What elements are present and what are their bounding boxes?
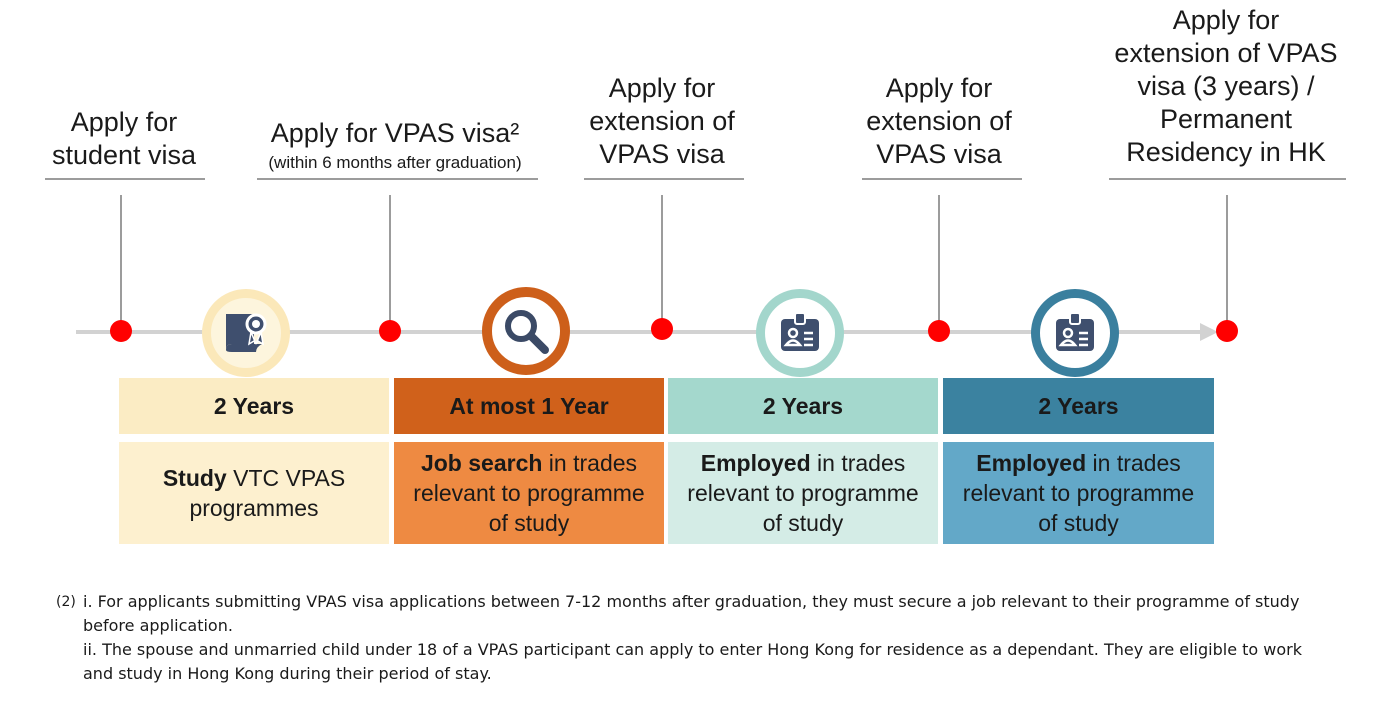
milestone-connector xyxy=(120,195,122,330)
footnote-item-ii: ii. The spouse and unmarried child under… xyxy=(83,640,1302,683)
milestone-underline xyxy=(584,178,744,180)
footnote: (2) i. For applicants submitting VPAS vi… xyxy=(56,590,1316,686)
stage-duration-employed-2: 2 Years xyxy=(943,378,1214,434)
stage-bold-term: Employed xyxy=(700,450,811,476)
stage-description-employed-1: Employed in trades relevant to programme… xyxy=(668,442,938,544)
milestone-line: Residency in HK xyxy=(1126,137,1326,167)
milestone-dot xyxy=(651,318,673,340)
stage-bold-term: Employed xyxy=(976,450,1087,476)
id-badge-icon xyxy=(756,289,844,377)
timeline-axis xyxy=(76,330,1211,334)
stage-duration-study: 2 Years xyxy=(119,378,389,434)
milestone-underline xyxy=(45,178,205,180)
milestone-dot xyxy=(928,320,950,342)
stage-detail: in trades relevant to programme of study xyxy=(687,450,919,536)
stage-duration-job-search: At most 1 Year xyxy=(394,378,664,434)
milestone-connector xyxy=(661,195,663,330)
milestone-line: Apply for VPAS visa² xyxy=(270,118,520,148)
milestone-line: Apply for xyxy=(885,73,993,103)
milestone-connector xyxy=(938,195,940,330)
milestone-connector xyxy=(1226,195,1228,330)
magnifier-icon xyxy=(482,287,570,375)
milestone-line: Permanent xyxy=(1159,104,1293,134)
milestone-line: Apply for xyxy=(608,73,716,103)
stage-description-job-search: Job search in trades relevant to program… xyxy=(394,442,664,544)
milestone-extension-2: Apply for extension of VPAS visa xyxy=(859,72,1019,171)
milestone-connector xyxy=(389,195,391,330)
milestone-line: extension of xyxy=(589,106,735,136)
milestone-underline xyxy=(862,178,1022,180)
milestone-line: VPAS visa xyxy=(599,139,725,169)
milestone-vpas-visa: Apply for VPAS visa² (within 6 months af… xyxy=(250,117,540,174)
id-badge-icon xyxy=(1031,289,1119,377)
milestone-line: student visa xyxy=(51,140,197,170)
milestone-line: extension of xyxy=(866,106,1012,136)
milestone-underline xyxy=(1109,178,1346,180)
stage-detail: in trades relevant to programme of study xyxy=(962,450,1195,536)
milestone-line: VPAS visa xyxy=(876,139,1002,169)
stage-bold-term: Job search xyxy=(420,450,543,476)
milestone-extension-1: Apply for extension of VPAS visa xyxy=(582,72,742,171)
stage-description-study: Study VTC VPAS programmes xyxy=(119,442,389,544)
milestone-dot xyxy=(379,320,401,342)
footnote-item-i: i. For applicants submitting VPAS visa a… xyxy=(83,592,1300,635)
milestone-line: Apply for xyxy=(70,107,178,137)
milestone-line: visa (3 years) / xyxy=(1137,71,1315,101)
stage-bold-term: Study xyxy=(162,465,227,491)
milestone-line: extension of VPAS xyxy=(1114,38,1338,68)
milestone-extension-permanent: Apply for extension of VPAS visa (3 year… xyxy=(1096,4,1356,169)
milestone-underline xyxy=(257,178,538,180)
milestone-student-visa: Apply for student visa xyxy=(44,106,204,172)
stage-description-employed-2: Employed in trades relevant to programme… xyxy=(943,442,1214,544)
stage-detail: in trades relevant to programme of study xyxy=(413,450,645,536)
milestone-line: Apply for xyxy=(1172,5,1280,35)
stage-duration-employed-1: 2 Years xyxy=(668,378,938,434)
certificate-icon xyxy=(202,289,290,377)
milestone-sub: (within 6 months after graduation) xyxy=(268,153,522,172)
footnote-marker: (2) xyxy=(56,594,76,610)
timeline-arrowhead xyxy=(1200,323,1218,341)
milestone-dot xyxy=(110,320,132,342)
milestone-dot xyxy=(1216,320,1238,342)
stage-detail: VTC VPAS programmes xyxy=(189,465,346,521)
